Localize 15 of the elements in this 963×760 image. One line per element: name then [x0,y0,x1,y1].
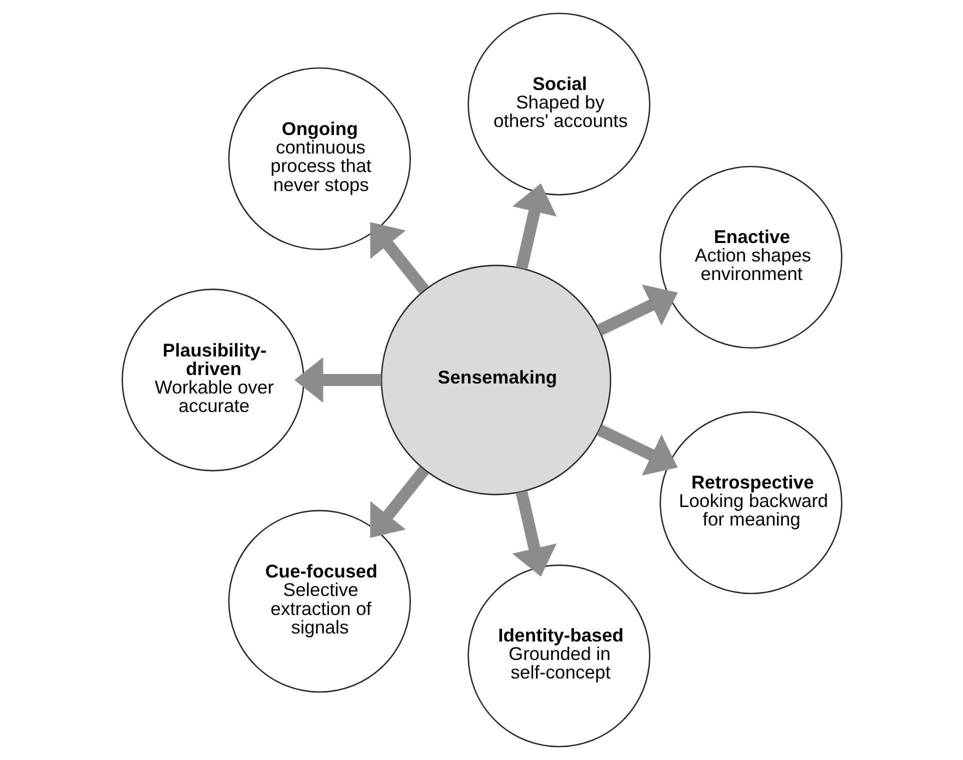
node-circle: Plausibility-driven Workable over accurate [121,288,304,472]
arrow [294,357,381,403]
arrow [370,466,428,538]
node-circle: Retrospective Looking backward for meaning [659,411,842,594]
arrow [512,183,556,270]
node-circle: Identity-based Grounded in self-concept [467,564,650,748]
node-circle: Cue-focused Selective extraction of signals [228,510,410,693]
node-circle: Social Shaped by others' accounts [467,12,650,196]
node-circle: Sensemaking [380,264,611,496]
arrow [596,424,678,476]
arrow [596,284,678,336]
node-circle: Enactive Action shapes environment [659,166,842,349]
node-circle: Ongoing continuous process that never stops [228,67,410,250]
arrow [370,222,428,294]
arrow [512,490,556,577]
